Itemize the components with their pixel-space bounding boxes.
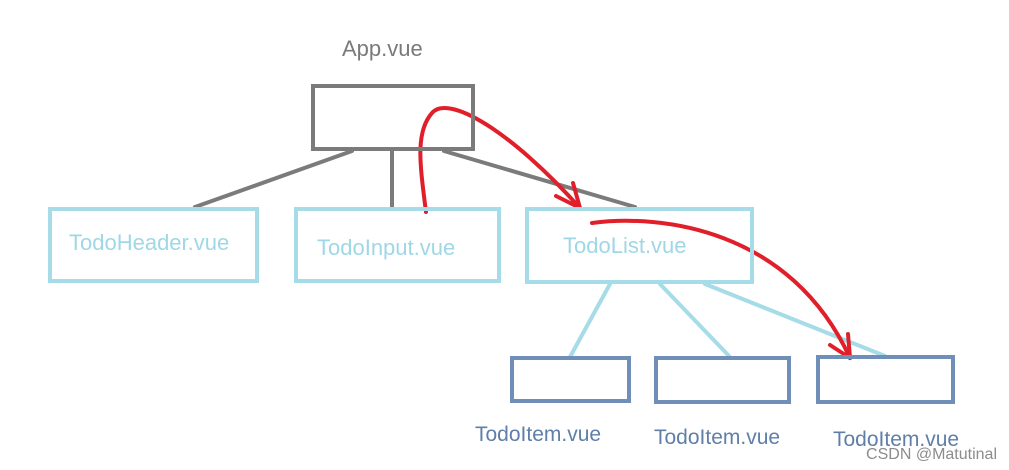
todo-list-box (525, 207, 754, 284)
todo-item-box-1 (510, 356, 631, 403)
todo-list-label: TodoList.vue (563, 233, 687, 258)
root-box (311, 84, 475, 151)
todo-input-box (294, 207, 501, 283)
connector-root-list (442, 149, 637, 209)
todo-item-label-3: TodoItem.vue (833, 428, 960, 451)
todo-item-box-3 (816, 355, 955, 404)
connector-list-item-2 (658, 282, 732, 359)
todo-input-label: TodoInput.vue (317, 235, 456, 260)
todo-header-label: TodoHeader.vue (69, 230, 230, 255)
todo-item-box-2 (654, 356, 791, 404)
root-label: App.vue (342, 36, 423, 61)
red-arrow-path-list-to-item (590, 218, 852, 360)
red-arrowhead-input-to-list (554, 181, 582, 210)
connector-list-item-3 (703, 282, 887, 358)
connector-root-header (193, 149, 354, 209)
todo-item-label-2: TodoItem.vue (654, 426, 781, 449)
red-arrow-path-input-to-list (418, 106, 582, 214)
csdn-watermark: CSDN @Matutinal (866, 446, 997, 463)
todo-item-label-1: TodoItem.vue (475, 423, 602, 446)
todo-header-box (48, 207, 259, 283)
connector-list-item-1 (568, 282, 612, 359)
